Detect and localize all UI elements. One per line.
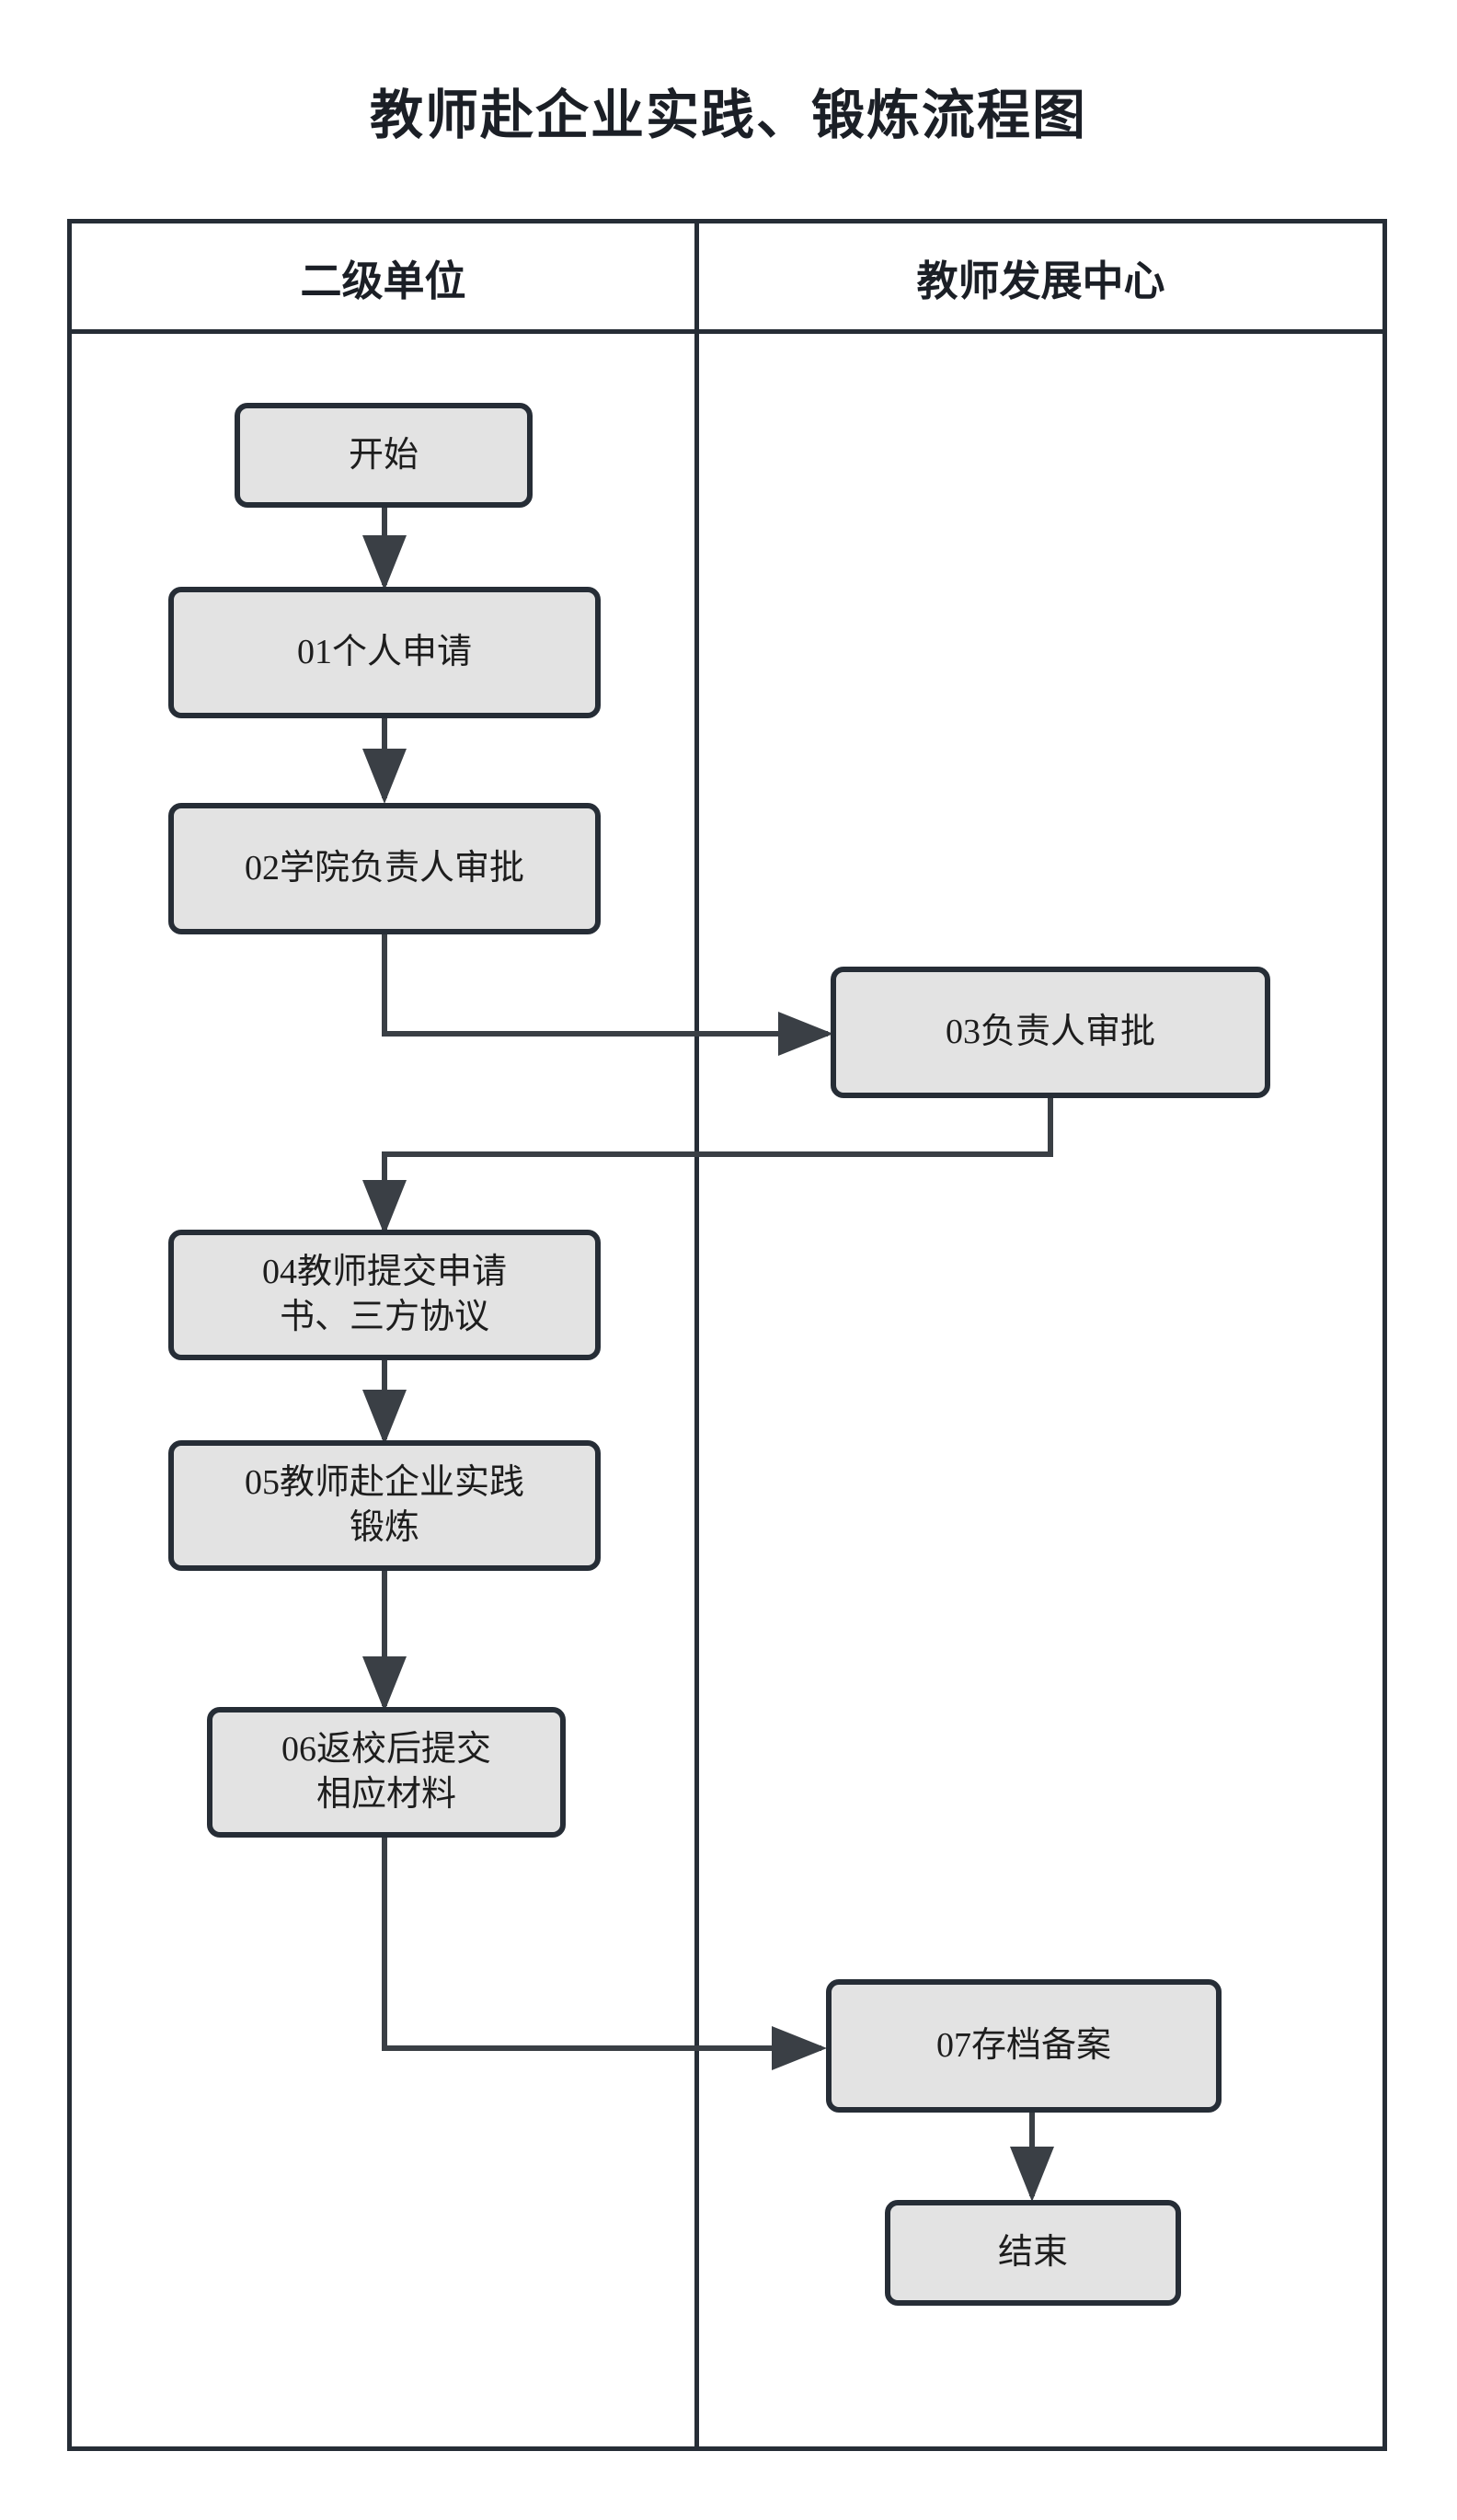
header-rule (67, 329, 1387, 334)
node-start[interactable]: 开始 (235, 403, 533, 508)
node-start-label: 开始 (348, 435, 419, 475)
column-header-teacher-development-center: 教师发展中心 (916, 258, 1165, 304)
node-05-label-line2: 锻炼 (349, 1508, 419, 1547)
node-01-label: 01个人申请 (296, 633, 472, 672)
node-05-enterprise-practice[interactable]: 05教师赴企业实践 锻炼 (168, 1440, 601, 1571)
column-divider (694, 219, 699, 2451)
node-07-archive-filing[interactable]: 07存档备案 (826, 1979, 1222, 2113)
connector-06-to-07 (382, 1838, 827, 2070)
node-end-label: 结束 (997, 2233, 1068, 2273)
node-05-label-line1: 05教师赴企业实践 (244, 1463, 524, 1503)
node-03-label: 03负责人审批 (945, 1013, 1155, 1052)
page-title: 教师赴企业实践、锻炼流程图 (369, 86, 1087, 145)
node-01-personal-application[interactable]: 01个人申请 (168, 587, 601, 718)
node-06-label-line1: 06返校后提交 (281, 1730, 491, 1770)
column-header-secondary-unit: 二级单位 (300, 258, 466, 304)
node-06-label-line2: 相应材料 (315, 1775, 456, 1814)
connector-03-to-04 (362, 1098, 1053, 1235)
node-03-head-approval[interactable]: 03负责人审批 (831, 967, 1270, 1098)
node-04-submit-application-agreement[interactable]: 04教师提交申请 书、三方协议 (168, 1230, 601, 1360)
node-02-label: 02学院负责人审批 (244, 849, 524, 888)
node-02-college-head-approval[interactable]: 02学院负责人审批 (168, 803, 601, 934)
node-04-label-line2: 书、三方协议 (279, 1298, 489, 1336)
connector-02-to-03 (382, 934, 833, 1056)
node-end[interactable]: 结束 (885, 2200, 1181, 2306)
node-07-label: 07存档备案 (935, 2026, 1111, 2066)
node-04-label-line1: 04教师提交申请 (261, 1253, 507, 1292)
node-06-submit-materials-after-return[interactable]: 06返校后提交 相应材料 (207, 1707, 566, 1838)
